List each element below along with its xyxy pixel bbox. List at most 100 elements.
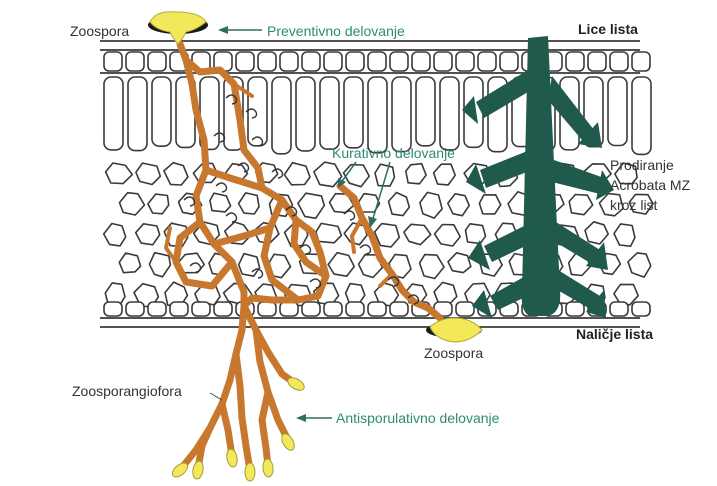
palisade-cell [368,77,387,153]
epidermis-cell [390,302,408,316]
palisade-cell [440,77,459,150]
epidermis-cell [632,302,650,316]
haustorium [310,279,321,288]
palisade-cell [608,77,627,146]
pointer-preventivno [218,26,262,34]
epidermis-cell [104,52,122,71]
mesophyll-cell [136,224,160,245]
palisade-cell [416,77,435,146]
palisade-cell [128,77,147,151]
mesophyll-cell [569,195,593,215]
epidermis-cell [214,302,232,316]
label-nalicje-lista: Naličje lista [576,326,653,342]
sporangium [226,448,239,467]
epidermis-cell [610,302,628,316]
mesophyll-cell [149,253,170,277]
pointer-antisporulativno [296,414,332,422]
epidermis-cell [258,302,276,316]
label-kurativno: Kurativno delovanje [332,145,455,161]
epidermis-cell [456,52,474,71]
epidermis-cell [324,52,342,71]
epidermis-cell [566,302,584,316]
epidermis-cell [302,302,320,316]
mesophyll-cell [344,165,370,187]
mesophyll-cell [148,194,169,214]
label-prodiranje-2: Acrobata MZ [610,177,691,193]
epidermis-cell [170,302,188,316]
label-preventivno: Preventivno delovanje [267,23,405,39]
mesophyll-cell [585,222,608,244]
mesophyll-cell [314,162,342,187]
zoospore-bottom [426,318,482,342]
palisade-cell [296,77,315,151]
mesophyll-cell [434,164,456,185]
zoospore-top [148,12,208,44]
epidermis-cell [280,302,298,316]
mesophyll-cell [239,254,260,277]
epidermis-cell [632,52,650,71]
label-zoosporangiofora: Zoosporangiofora [72,383,182,399]
label-lice-lista: Lice lista [578,21,638,37]
epidermis-cell [236,52,254,71]
label-antisporulativno: Antisporulativno delovanje [336,410,500,426]
epidermis-cell [412,52,430,71]
mesophyll-cell [406,164,426,184]
palisade-cell [248,77,267,146]
epidermis-cell [192,302,210,316]
epidermis-cell [346,302,364,316]
haustorium [360,245,371,254]
mesophyll-cell [435,225,461,247]
epidermis-cell [610,52,628,71]
lower-epidermis [100,302,650,327]
mesophyll-cell [316,223,342,242]
palisade-cell [104,77,123,150]
mesophyll-cell [448,253,471,273]
epidermis-cell [500,52,518,71]
epidermis-cell [588,52,606,71]
mesophyll-cell [375,164,394,186]
mesophyll-cell [448,194,469,216]
sporangium [262,459,274,478]
pointer-zoosporangiofora [210,393,222,400]
label-zoospora-bottom: Zoospora [424,345,483,361]
mesophyll-cell [136,163,160,184]
palisade-cell [272,77,291,154]
epidermis-cell [148,302,166,316]
palisade-cell [152,77,171,146]
mesophyll-cell [104,224,126,246]
epidermis-cell [478,52,496,71]
epidermis-cell [346,52,364,71]
mesophyll-cell [466,224,486,244]
mesophyll-cell [328,253,354,277]
haustorium [226,213,237,222]
epidermis-cell [390,52,408,71]
mesophyll-cell [628,253,651,277]
epidermis-cell [368,302,386,316]
epidermis-cell [434,52,452,71]
mesophyll-cell [210,193,231,212]
epidermis-cell [456,302,474,316]
mesophyll-cell [404,224,431,244]
palisade-cell [320,77,339,149]
mesophyll-cell [420,255,444,279]
haustorium [344,211,355,220]
epidermis-cell [302,52,320,71]
label-prodiranje-1: Prodiranje [610,157,674,173]
mesophyll-cell [106,163,133,184]
mesophyll-cell [298,193,324,218]
epidermis-cell [368,52,386,71]
mesophyll-cell [479,195,500,214]
mesophyll-cell [284,163,310,185]
mesophyll-cell [239,193,259,214]
label-prodiranje-3: kroz list [610,197,658,213]
mesophyll-cell [389,193,410,216]
epidermis-cell [148,52,166,71]
palisade-cell [392,77,411,152]
sporangium [192,460,205,479]
epidermis-cell [258,52,276,71]
epidermis-cell [324,302,342,316]
epidermis-cell [104,302,122,316]
mesophyll-cell [164,163,188,185]
